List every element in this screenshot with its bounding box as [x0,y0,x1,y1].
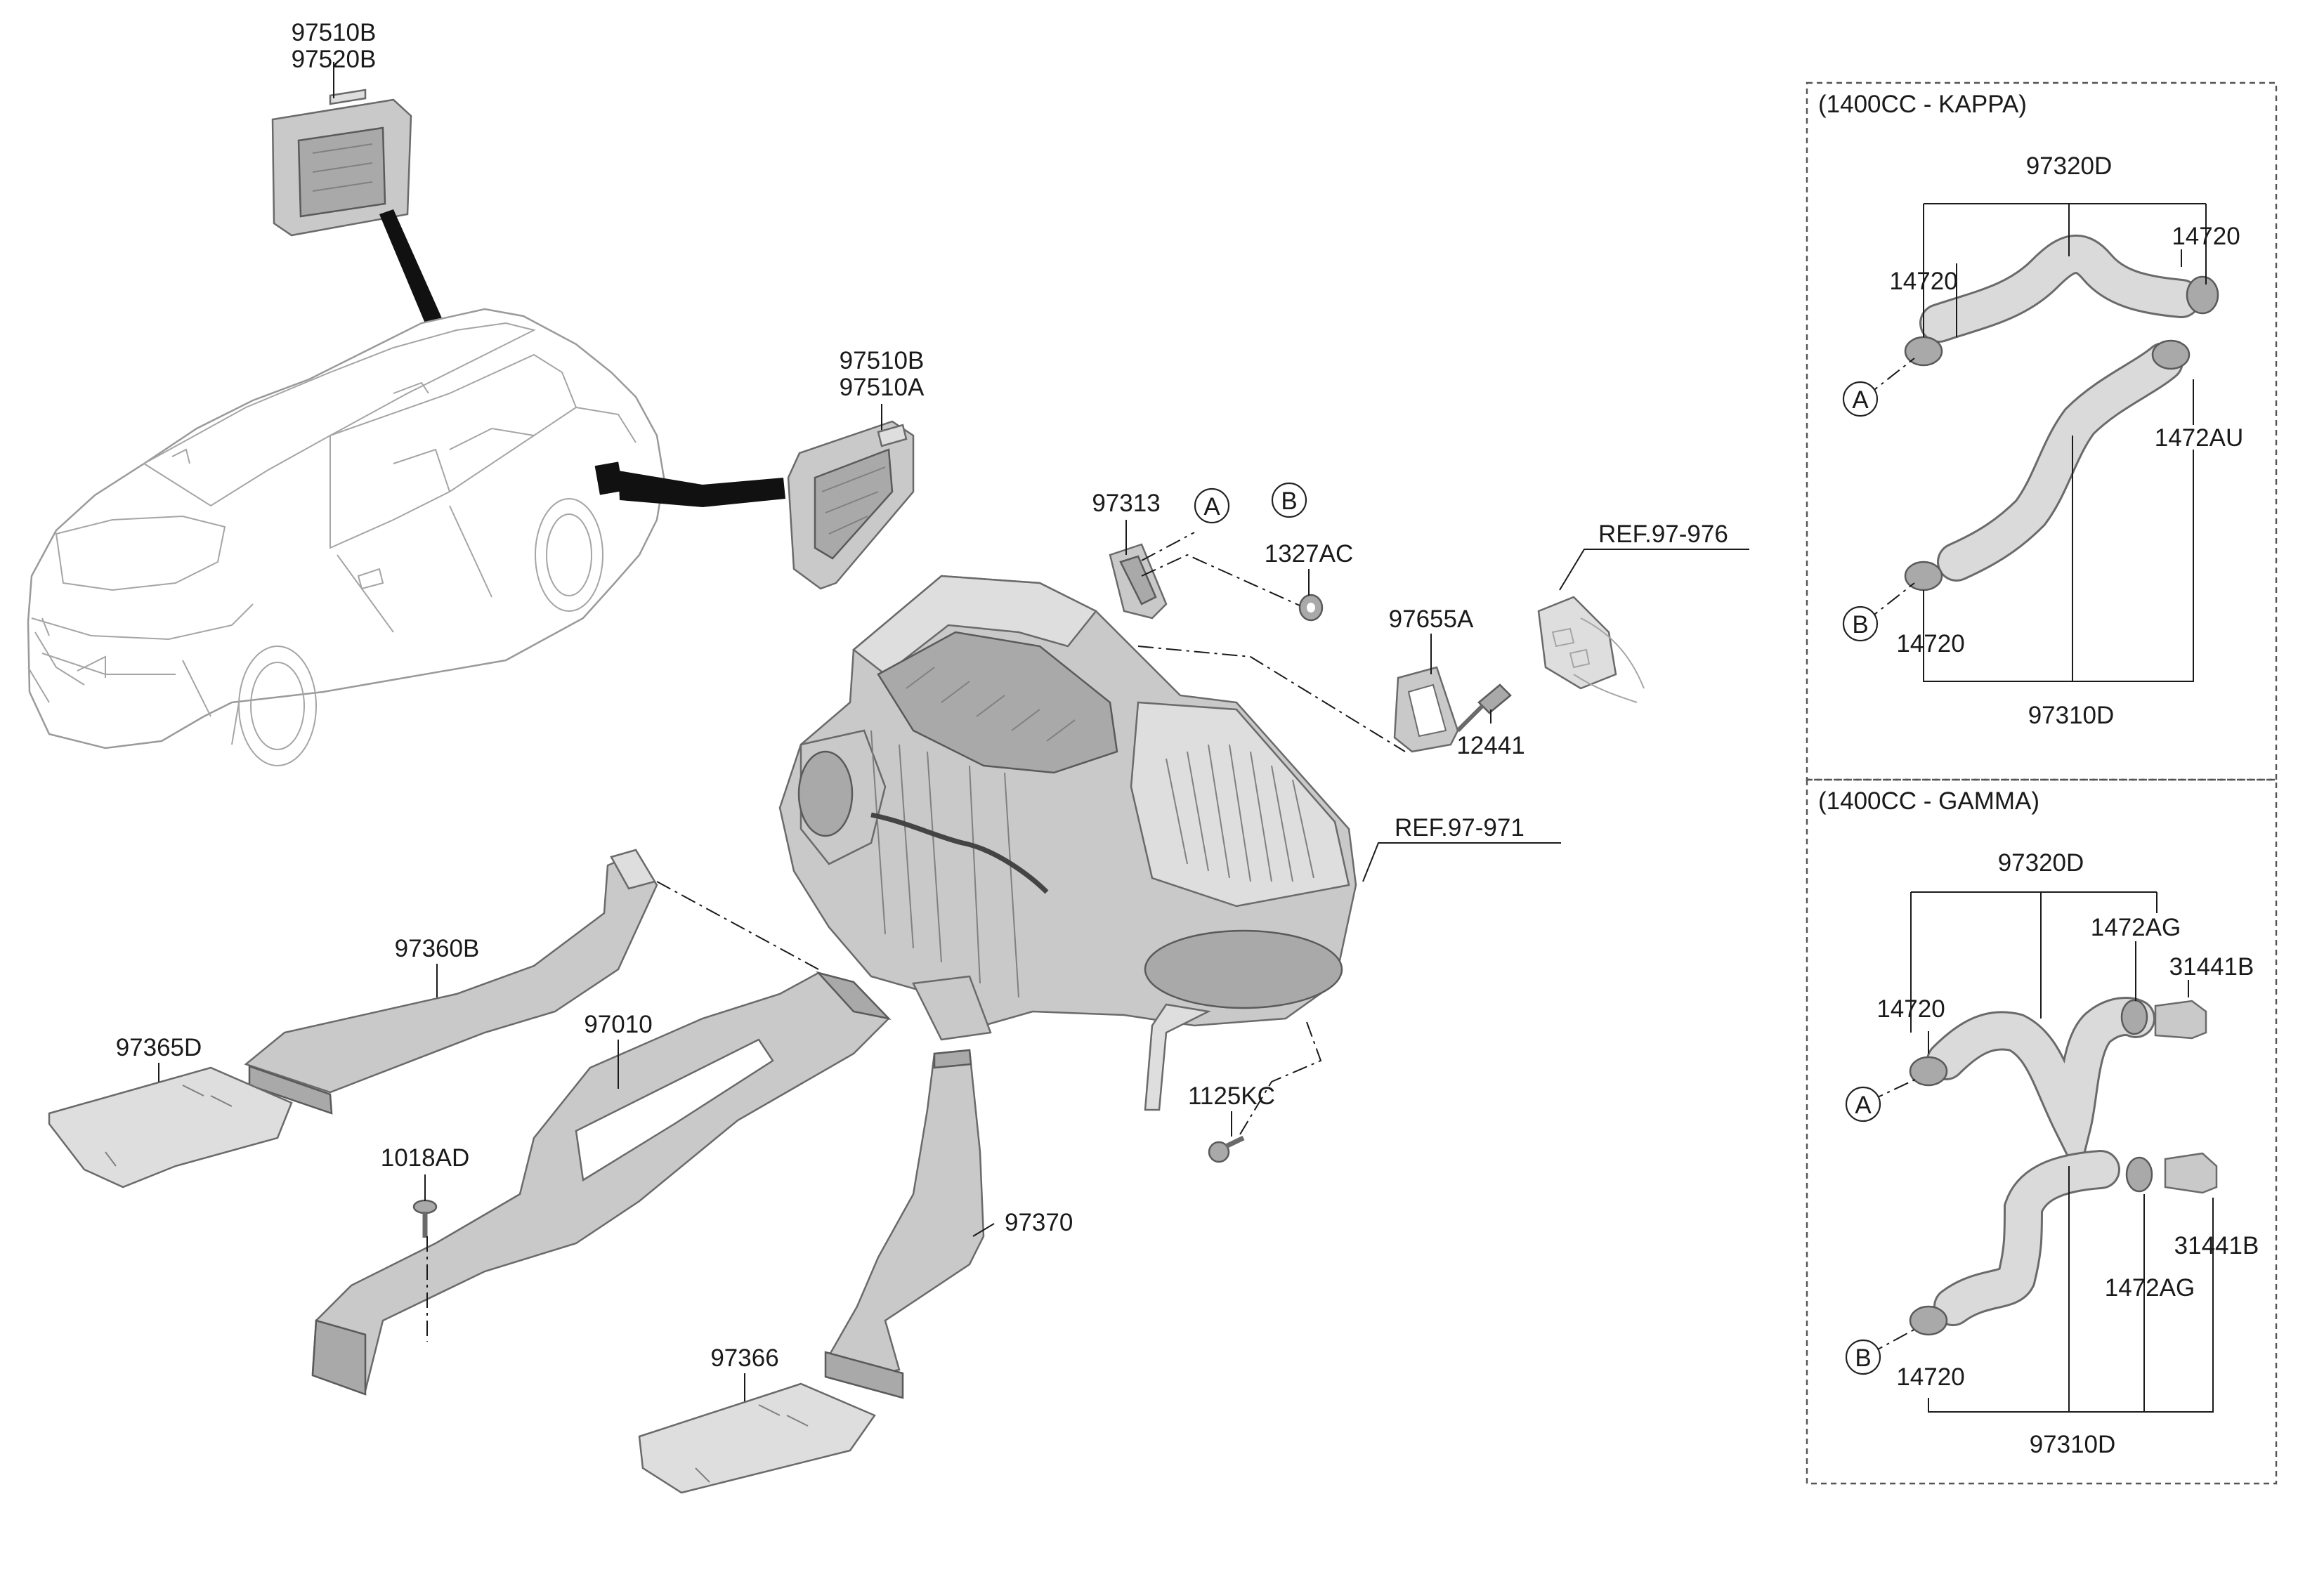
gamma-circle-a [1845,1086,1881,1122]
valve-ref976 [1537,596,1645,703]
kappa-circle-a-text: A [1852,386,1869,414]
kappa-circle-b-text: B [1852,611,1868,639]
label-ref-97-976: REF.97-976 [1598,520,1728,548]
kappa-label-14720-b: 14720 [1896,630,1964,657]
kappa-label-97310d: 97310D [2028,702,2115,729]
seal-97655a [1393,666,1459,753]
gamma-label-1472ag-b: 1472AG [2105,1274,2195,1302]
kappa-label-1472au: 1472AU [2155,424,2243,452]
kappa-label-14720-tr: 14720 [2172,223,2240,250]
label-97520b: 97520B [292,46,377,73]
kappa-label-97320d: 97320D [2026,152,2113,180]
circle-a-main [1194,487,1230,524]
label-12441: 12441 [1456,732,1525,759]
hvac-unit [778,575,1357,1111]
kappa-clamp-au [2151,339,2191,370]
bolt-1125kc [1208,1135,1245,1163]
sensor-97510a [787,420,915,590]
label-97510b-top: 97510B [292,19,377,46]
duct-97366 [638,1382,876,1494]
gamma-clamp-ag-b [2125,1156,2153,1193]
label-1125kc: 1125KC [1188,1082,1275,1110]
bolt-12441 [1456,683,1512,733]
gamma-circle-b-text: B [1855,1344,1871,1372]
label-1327ac: 1327AC [1265,540,1353,568]
kappa-clamp-tr [2186,275,2219,315]
duct-97370 [824,1049,985,1399]
label-1018ad: 1018AD [381,1144,469,1172]
dash-lines [426,532,1406,1342]
kappa-circle-b [1842,605,1879,642]
duct-97010 [311,971,892,1396]
sensor-location-rear [594,461,624,495]
gamma-fitting-t [2154,1000,2207,1040]
circle-b-main [1271,482,1307,518]
gamma-clamp-a [1909,1056,1948,1087]
label-97313: 97313 [1092,490,1160,517]
gamma-label-97320d: 97320D [1998,849,2084,877]
label-97366: 97366 [710,1344,778,1372]
gamma-label-31441b-t: 31441B [2169,953,2254,981]
gamma-clamp-b [1909,1305,1948,1336]
sensor-97520b [271,89,412,237]
duct-97365d [48,1066,293,1189]
gamma-label-14720-b: 14720 [1896,1363,1964,1391]
label-97510b-mid: 97510B [840,347,925,374]
gamma-clamp-ag-t [2120,999,2148,1035]
gamma-header: (1400CC - GAMMA) [1818,787,2039,815]
label-97510a: 97510A [840,374,925,401]
gamma-label-14720-a: 14720 [1876,995,1945,1023]
gamma-label-97310d: 97310D [2030,1431,2116,1458]
label-ref-97-971: REF.97-971 [1395,814,1525,842]
kappa-header: (1400CC - KAPPA) [1818,91,2027,118]
gamma-label-1472ag-t: 1472AG [2091,914,2181,941]
car-illustration [27,308,665,766]
nut-1327ac [1298,594,1324,622]
gamma-circle-a-text: A [1855,1092,1872,1119]
duct-97360b [244,849,658,1115]
label-97655a: 97655A [1389,605,1474,633]
gamma-box: (1400CC - GAMMA) A B 97320D 1472AG 31441… [1806,778,2278,1485]
kappa-label-14720-l: 14720 [1889,268,1957,295]
circle-b-main-text: B [1281,487,1297,515]
kappa-circle-a [1842,381,1879,417]
label-97365d: 97365D [116,1034,202,1061]
sensor-pointer-mid [618,471,785,507]
gamma-fitting-b [2164,1152,2218,1194]
leader-lines [158,62,1749,1401]
gamma-circle-b [1845,1339,1881,1375]
label-97360b: 97360B [395,935,480,962]
label-97010: 97010 [584,1011,652,1038]
gamma-label-31441b-b: 31441B [2174,1232,2259,1259]
circle-a-main-text: A [1203,493,1220,520]
kappa-box: (1400CC - KAPPA) A B 97320D 14720 14720 … [1806,81,2278,781]
gasket-97313 [1109,543,1168,620]
label-97370: 97370 [1005,1209,1073,1236]
screw-1018ad [412,1199,438,1238]
